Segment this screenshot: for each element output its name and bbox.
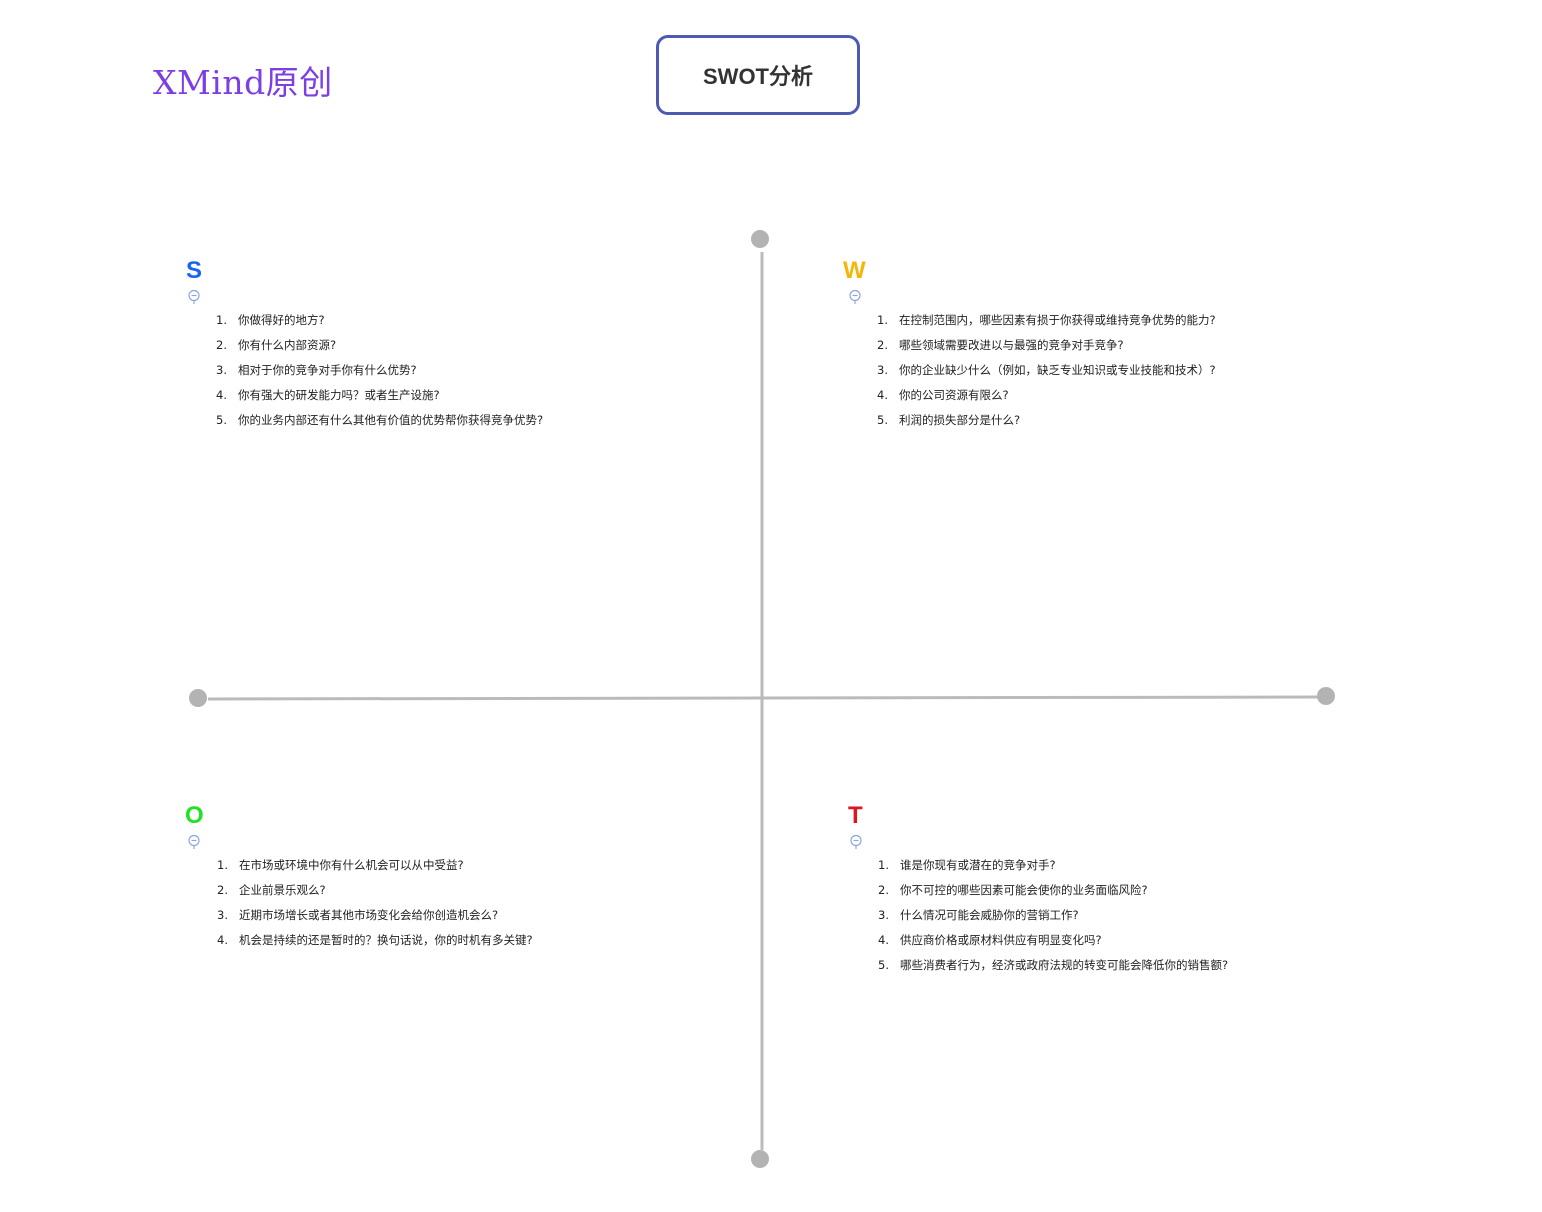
- list-item: 3. 什么情况可能会威胁你的营销工作?: [878, 908, 1228, 923]
- list-number: 3.: [216, 363, 227, 377]
- quadrant-threats: T 1. 谁是你现有或潜在的竞争对手? 2. 你不可控的哪些因素可能会使你的业务面临…: [848, 802, 1228, 983]
- list-item: 3. 相对于你的竞争对手你有什么优势?: [216, 363, 543, 378]
- list-item: 2. 企业前景乐观么?: [217, 883, 533, 898]
- list-text: 你有强大的研发能力吗？或者生产设施?: [238, 388, 440, 402]
- axis-bottom-handle[interactable]: [751, 1150, 769, 1168]
- list-item: 1. 在控制范围内，哪些因素有损于你获得或维持竞争优势的能力?: [877, 313, 1216, 328]
- list-text: 你的业务内部还有什么其他有价值的优势帮你获得竞争优势?: [238, 413, 544, 427]
- list-item: 4. 供应商价格或原材料供应有明显变化吗?: [878, 933, 1228, 948]
- list-text: 谁是你现有或潜在的竞争对手?: [900, 858, 1056, 872]
- list-text: 在控制范围内，哪些因素有损于你获得或维持竞争优势的能力?: [899, 313, 1216, 327]
- list-item: 1. 谁是你现有或潜在的竞争对手?: [878, 858, 1228, 873]
- list-item: 5. 哪些消费者行为，经济或政府法规的转变可能会降低你的销售额?: [878, 958, 1228, 973]
- list-number: 2.: [217, 883, 228, 897]
- list-item: 4. 你有强大的研发能力吗？或者生产设施?: [216, 388, 543, 403]
- list-text: 你的企业缺少什么（例如，缺乏专业知识或专业技能和技术）?: [899, 363, 1216, 377]
- list-number: 4.: [217, 933, 228, 947]
- list-number: 5.: [878, 958, 889, 972]
- list-item: 2. 你不可控的哪些因素可能会使你的业务面临风险?: [878, 883, 1228, 898]
- list-text: 你的公司资源有限么?: [899, 388, 1009, 402]
- list-number: 3.: [878, 908, 889, 922]
- quadrant-label-o[interactable]: O: [185, 802, 204, 829]
- list-item: 2. 你有什么内部资源?: [216, 338, 543, 353]
- list-text: 哪些领域需要改进以与最强的竞争对手竞争?: [899, 338, 1124, 352]
- list-number: 3.: [217, 908, 228, 922]
- list-item: 3. 近期市场增长或者其他市场变化会给你创造机会么?: [217, 908, 533, 923]
- axis-left-handle[interactable]: [189, 689, 207, 707]
- list-item: 1. 你做得好的地方?: [216, 313, 543, 328]
- list-number: 2.: [216, 338, 227, 352]
- list-number: 1.: [216, 313, 227, 327]
- note-icon[interactable]: [187, 834, 201, 850]
- list-item: 5. 利润的损失部分是什么?: [877, 413, 1216, 428]
- quadrant-weaknesses: W 1. 在控制范围内，哪些因素有损于你获得或维持竞争优势的能力? 2. 哪些领域需…: [843, 257, 1216, 438]
- central-topic[interactable]: SWOT分析: [656, 35, 860, 115]
- list-number: 1.: [217, 858, 228, 872]
- weaknesses-list: 1. 在控制范围内，哪些因素有损于你获得或维持竞争优势的能力? 2. 哪些领域需要改…: [877, 313, 1216, 428]
- list-text: 供应商价格或原材料供应有明显变化吗?: [900, 933, 1102, 947]
- list-number: 2.: [877, 338, 888, 352]
- list-text: 什么情况可能会威胁你的营销工作?: [900, 908, 1079, 922]
- list-text: 机会是持续的还是暂时的？换句话说，你的时机有多关键?: [239, 933, 533, 947]
- list-text: 你有什么内部资源?: [238, 338, 337, 352]
- note-icon[interactable]: [187, 289, 201, 305]
- list-number: 4.: [878, 933, 889, 947]
- watermark-text: XMind原创: [153, 63, 333, 102]
- axis-top-handle[interactable]: [751, 230, 769, 248]
- list-item: 4. 你的公司资源有限么?: [877, 388, 1216, 403]
- quadrant-strengths: S 1. 你做得好的地方? 2. 你有什么内部资源? 3. 相对于你的竞争对手你有什么…: [186, 257, 543, 438]
- list-number: 2.: [878, 883, 889, 897]
- list-number: 3.: [877, 363, 888, 377]
- quadrant-opportunities: O 1. 在市场或环境中你有什么机会可以从中受益? 2. 企业前景乐观么? 3. 近期…: [185, 802, 533, 958]
- list-text: 你不可控的哪些因素可能会使你的业务面临风险?: [900, 883, 1148, 897]
- list-item: 2. 哪些领域需要改进以与最强的竞争对手竞争?: [877, 338, 1216, 353]
- list-text: 利润的损失部分是什么?: [899, 413, 1021, 427]
- list-number: 1.: [878, 858, 889, 872]
- horizontal-axis-line: [207, 695, 1319, 701]
- quadrant-label-s[interactable]: S: [186, 257, 203, 284]
- quadrant-label-t[interactable]: T: [848, 802, 863, 829]
- list-text: 相对于你的竞争对手你有什么优势?: [238, 363, 417, 377]
- note-icon[interactable]: [849, 834, 863, 850]
- list-text: 你做得好的地方?: [238, 313, 325, 327]
- list-number: 5.: [877, 413, 888, 427]
- list-number: 4.: [877, 388, 888, 402]
- list-number: 1.: [877, 313, 888, 327]
- central-topic-label: SWOT分析: [703, 64, 813, 89]
- list-text: 哪些消费者行为，经济或政府法规的转变可能会降低你的销售额?: [900, 958, 1229, 972]
- list-text: 企业前景乐观么?: [239, 883, 326, 897]
- list-number: 4.: [216, 388, 227, 402]
- list-text: 在市场或环境中你有什么机会可以从中受益?: [239, 858, 464, 872]
- axis-right-handle[interactable]: [1317, 687, 1335, 705]
- list-item: 5. 你的业务内部还有什么其他有价值的优势帮你获得竞争优势?: [216, 413, 543, 428]
- quadrant-label-w[interactable]: W: [843, 257, 866, 284]
- list-item: 3. 你的企业缺少什么（例如，缺乏专业知识或专业技能和技术）?: [877, 363, 1216, 378]
- list-number: 5.: [216, 413, 227, 427]
- list-item: 1. 在市场或环境中你有什么机会可以从中受益?: [217, 858, 533, 873]
- opportunities-list: 1. 在市场或环境中你有什么机会可以从中受益? 2. 企业前景乐观么? 3. 近期市场…: [217, 858, 533, 948]
- list-text: 近期市场增长或者其他市场变化会给你创造机会么?: [239, 908, 499, 922]
- list-item: 4. 机会是持续的还是暂时的？换句话说，你的时机有多关键?: [217, 933, 533, 948]
- strengths-list: 1. 你做得好的地方? 2. 你有什么内部资源? 3. 相对于你的竞争对手你有什么优势…: [216, 313, 543, 428]
- note-icon[interactable]: [848, 289, 862, 305]
- threats-list: 1. 谁是你现有或潜在的竞争对手? 2. 你不可控的哪些因素可能会使你的业务面临风险…: [878, 858, 1228, 973]
